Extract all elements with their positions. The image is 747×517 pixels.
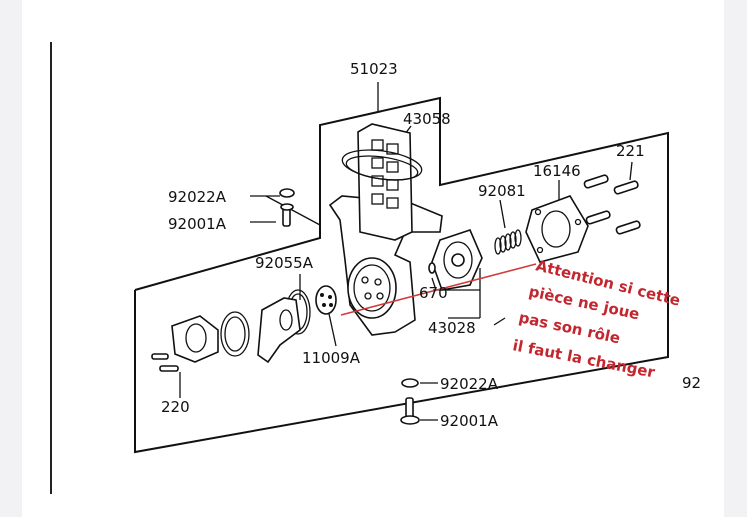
washer-screw-bottom [400, 378, 420, 425]
part-label-92022a-bottom: 92022A [440, 375, 499, 393]
part-label-220: 220 [161, 398, 190, 416]
part-label-11009a: 11009A [302, 349, 361, 367]
fuel-tap-body [328, 123, 443, 336]
left-margin-rule [50, 42, 52, 494]
diaphragm-assembly [428, 229, 483, 291]
part-label-670: 670 [419, 284, 448, 302]
part-label-92022a-top: 92022A [168, 188, 227, 206]
part-label-221: 221 [616, 142, 645, 160]
washer-screw-top [279, 188, 295, 227]
part-label-92055a: 92055A [255, 254, 314, 272]
annotation-pointer-line [340, 263, 537, 316]
annotation-line-4: il faut la changer [511, 336, 657, 381]
part-label-16146: 16146 [533, 162, 581, 180]
part-label-43058: 43058 [403, 110, 451, 128]
diaphragm-cover [525, 195, 589, 263]
part-label-51023: 51023 [350, 60, 398, 78]
part-label-92001a-top: 92001A [168, 215, 227, 233]
part-label-92081: 92081 [478, 182, 526, 200]
spring [494, 229, 522, 255]
screws-221 [583, 174, 641, 235]
part-label-clipped: 92 [682, 374, 701, 392]
left-stack-parts [151, 285, 337, 372]
diagram-frame [134, 96, 669, 454]
part-label-43028: 43028 [428, 319, 476, 337]
red-annotation: Attention si cette pièce ne joue pas son… [511, 256, 682, 381]
part-label-92001a-bottom: 92001A [440, 412, 499, 430]
